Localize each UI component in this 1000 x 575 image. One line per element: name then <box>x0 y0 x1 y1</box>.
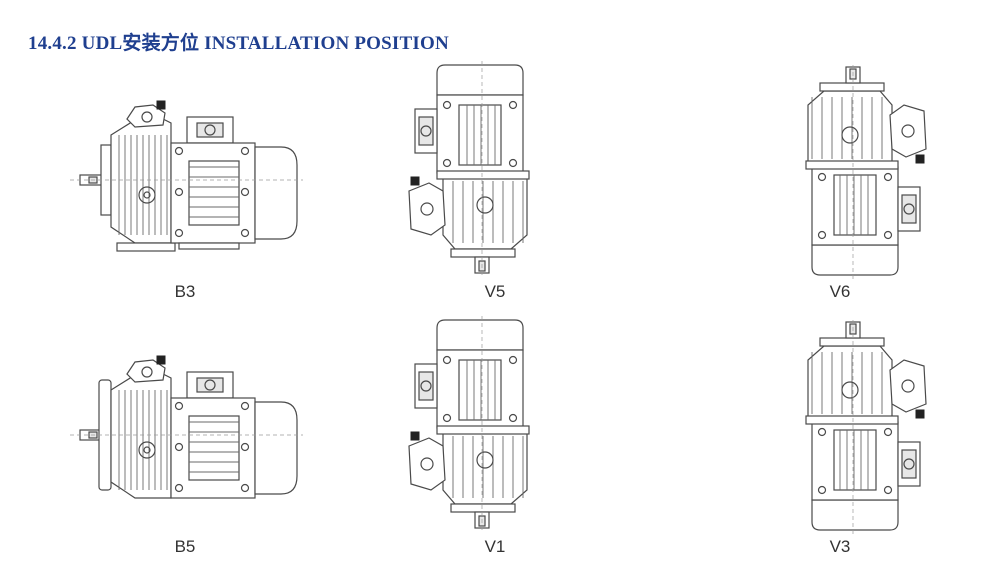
motor-body <box>436 349 524 429</box>
fan-cover <box>254 401 298 495</box>
position-v6: V6 <box>675 50 1000 320</box>
control-handwheel <box>408 182 446 236</box>
control-handwheel <box>126 104 166 128</box>
assembly <box>805 318 927 534</box>
indicator-dial <box>841 126 859 144</box>
mounting-flange <box>819 82 885 92</box>
assembly <box>408 61 530 277</box>
v6-drawing <box>805 63 927 279</box>
position-v5: V5 <box>330 50 660 320</box>
b5-drawing <box>70 355 303 499</box>
position-b5: B5 <box>20 305 350 575</box>
b3-drawing <box>70 100 303 252</box>
position-label-v1: V1 <box>484 537 506 556</box>
v3-drawing <box>805 318 927 534</box>
assembly <box>805 63 927 279</box>
motor-body <box>436 94 524 174</box>
motor-body <box>170 142 256 244</box>
variator-housing <box>110 369 172 499</box>
fan-cover <box>436 64 524 96</box>
control-handwheel <box>126 359 166 383</box>
motor-body <box>811 421 899 501</box>
indicator-dial <box>476 196 494 214</box>
fan-cover <box>254 146 298 240</box>
assembly <box>70 355 303 499</box>
variator-housing <box>110 114 172 244</box>
position-label-v3: V3 <box>829 537 851 556</box>
position-v3: V3 <box>675 305 1000 575</box>
mounting-flange <box>450 503 516 513</box>
control-handwheel <box>408 437 446 491</box>
control-handwheel <box>889 104 927 158</box>
mounting-flange <box>450 248 516 258</box>
v1-drawing <box>408 316 530 532</box>
page-title: 14.4.2 UDL安装方位 INSTALLATION POSITION <box>28 33 449 54</box>
indicator-dial <box>138 186 156 204</box>
motor-body <box>170 397 256 499</box>
fan-cover <box>811 499 899 531</box>
control-handwheel <box>889 359 927 413</box>
mounting-flange <box>819 337 885 347</box>
v5-drawing <box>408 61 530 277</box>
fan-cover <box>811 244 899 276</box>
indicator-dial <box>138 441 156 459</box>
assembly <box>70 100 303 252</box>
indicator-dial <box>476 451 494 469</box>
position-b3: B3 <box>20 50 350 320</box>
position-label-v5: V5 <box>484 282 506 301</box>
position-v1: V1 <box>330 305 660 575</box>
position-label-b3: B3 <box>174 282 196 301</box>
mounting-foot <box>116 242 176 252</box>
indicator-dial <box>841 381 859 399</box>
fan-cover <box>436 319 524 351</box>
position-label-v6: V6 <box>829 282 851 301</box>
assembly <box>408 316 530 532</box>
position-label-b5: B5 <box>174 537 196 556</box>
